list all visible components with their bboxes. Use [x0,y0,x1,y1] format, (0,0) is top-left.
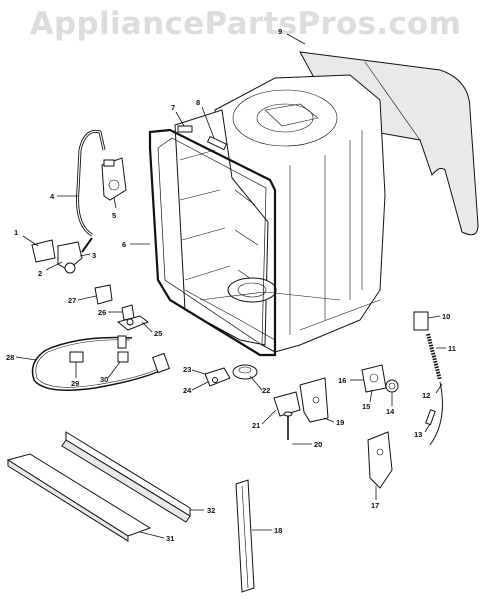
callout-21: 21 [252,421,260,430]
callout-17: 17 [371,501,379,510]
callout-24: 24 [183,386,192,395]
callout-18: 18 [274,526,282,535]
callout-4: 4 [50,192,55,201]
callout-12: 12 [422,391,430,400]
door-gasket [148,128,277,357]
callout-25: 25 [154,329,162,338]
top-bracket-parts [177,125,228,151]
callout-20: 20 [314,440,322,449]
callout-15: 15 [362,402,370,411]
callout-19: 19 [336,418,344,427]
toe-panel-upper [61,431,191,523]
callout-labels: 1 2 3 4 5 6 7 8 9 10 11 12 13 14 15 16 1… [6,27,456,543]
callout-28: 28 [6,353,14,362]
wire-harness [31,335,171,391]
callout-7: 7 [171,103,175,112]
mounting-bracket [273,377,329,440]
callout-26: 26 [98,308,106,317]
small-clips [94,284,150,331]
dishwasher-tub [174,74,386,353]
callout-9: 9 [278,27,282,36]
vent-hose [76,129,106,237]
callout-32: 32 [207,506,215,515]
callout-2: 2 [38,269,42,278]
callout-3: 3 [92,251,96,260]
door-spring [413,311,443,446]
callout-8: 8 [196,98,200,107]
callout-1: 1 [14,228,18,237]
vent-assembly [101,157,127,201]
callout-31: 31 [166,534,174,543]
latch-parts [361,364,399,393]
leader-lines [15,33,446,539]
callout-27: 27 [68,296,76,305]
side-trim-strip [235,479,255,593]
water-inlet-valve [31,237,93,274]
sensor-parts [204,364,258,387]
callout-23: 23 [183,365,191,374]
callout-14: 14 [386,407,395,416]
callout-22: 22 [262,386,270,395]
harness-connectors [69,351,129,363]
watermark: AppliancePartsPros.com [29,6,462,42]
door-hinge [367,431,393,489]
callout-11: 11 [448,344,456,353]
callout-16: 16 [338,376,346,385]
callout-13: 13 [414,430,422,439]
callout-29: 29 [71,379,79,388]
callout-10: 10 [442,312,450,321]
callout-6: 6 [122,240,126,249]
callout-5: 5 [112,211,116,220]
callout-30: 30 [100,375,108,384]
toe-panel-lower [6,453,152,542]
